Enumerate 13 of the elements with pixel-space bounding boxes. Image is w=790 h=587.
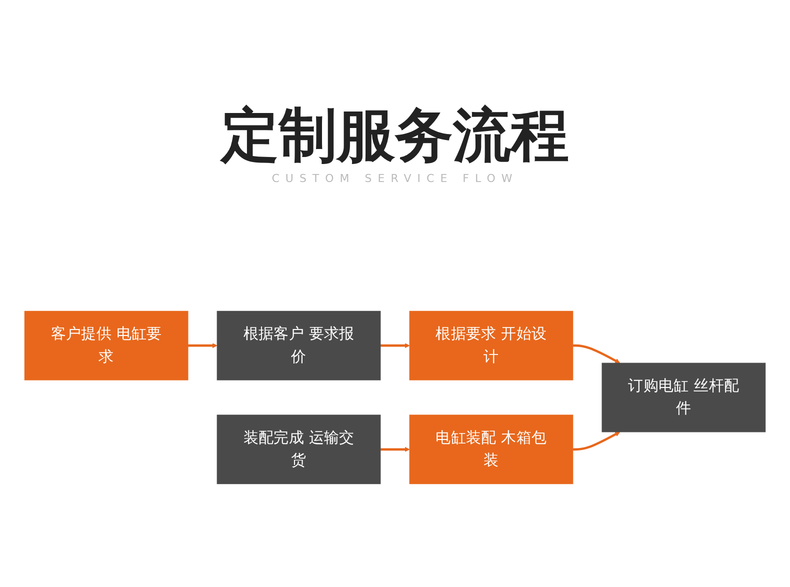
arrow: [572, 344, 620, 364]
arrow: [380, 343, 410, 348]
arrow: [572, 432, 620, 451]
node-box: 电缸装配 木箱包装: [409, 414, 574, 484]
arrow: [380, 446, 410, 452]
node-box: 装配完成 运输交货: [216, 414, 381, 484]
node-box: 客户提供 电缸要求: [24, 310, 188, 380]
node-box: 根据客户 要求报价: [216, 310, 381, 380]
title: 定制服务流程: [218, 100, 570, 170]
arrow: [188, 343, 218, 348]
subtitle: CUSTOM SERVICE FLOW: [270, 172, 520, 185]
node-box: 订购电缸 丝杆配件: [602, 362, 766, 432]
node-box: 根据要求 开始设计: [409, 310, 574, 380]
